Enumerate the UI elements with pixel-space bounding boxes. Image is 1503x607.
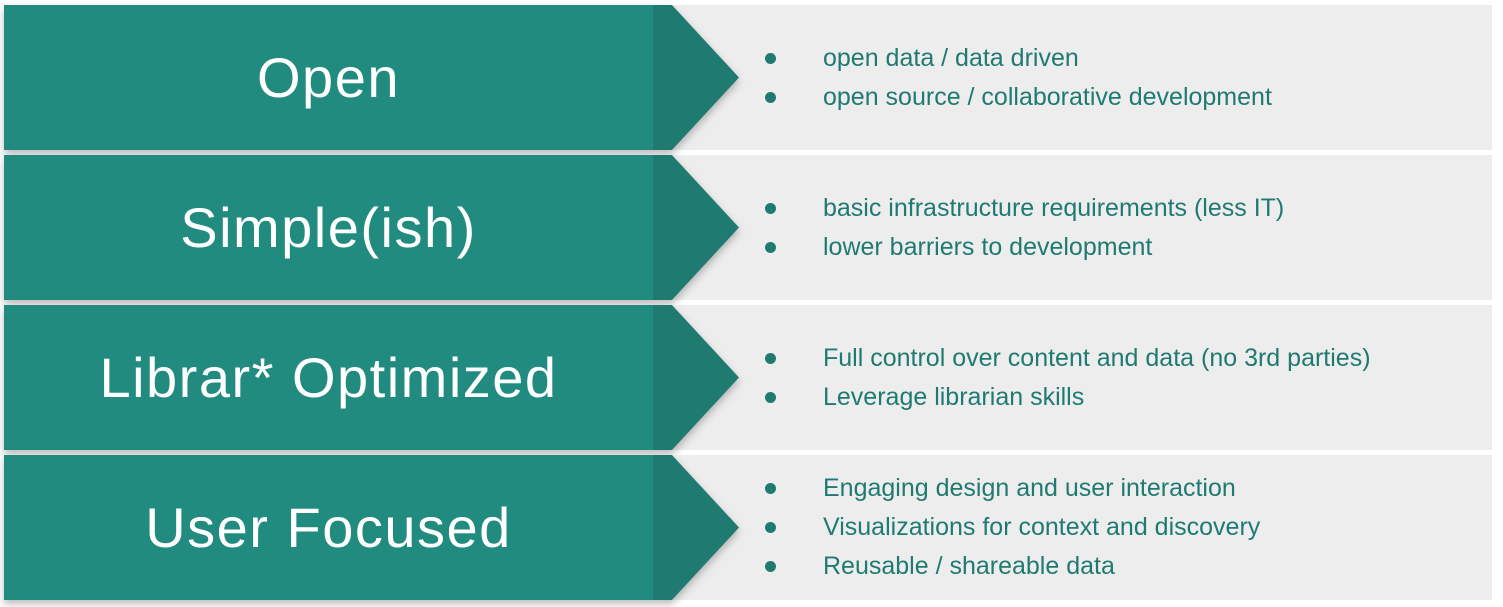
row-band-simple: Simple(ish) basic infrastructure require… bbox=[4, 155, 1492, 300]
bullet-list: Full control over content and data (no 3… bbox=[765, 305, 1492, 450]
bullet-dot-icon bbox=[765, 202, 776, 214]
arrow-banner: Open bbox=[4, 5, 739, 150]
arrow-head-icon bbox=[653, 305, 739, 450]
bullet-text: open data / data driven bbox=[823, 43, 1079, 72]
arrow-banner: Librar* Optimized bbox=[4, 305, 739, 450]
list-item: lower barriers to development bbox=[765, 228, 1492, 267]
list-item: Engaging design and user interaction bbox=[765, 469, 1492, 508]
banner-title: Librar* Optimized bbox=[99, 346, 558, 409]
bullet-dot-icon bbox=[765, 483, 776, 494]
bullet-text: Engaging design and user interaction bbox=[823, 474, 1236, 502]
arrow-banner: Simple(ish) bbox=[4, 155, 739, 300]
row-band-librar-optimized: Librar* Optimized Full control over cont… bbox=[4, 305, 1492, 450]
bullet-dot-icon bbox=[765, 352, 776, 364]
list-item: open data / data driven bbox=[765, 39, 1492, 78]
banner-title: Simple(ish) bbox=[180, 196, 477, 259]
banner-rect: User Focused bbox=[4, 455, 653, 600]
banner-rect: Simple(ish) bbox=[4, 155, 653, 300]
bullet-text: Visualizations for context and discovery bbox=[823, 513, 1261, 541]
row-band-open: Open open data / data driven open source… bbox=[4, 5, 1492, 150]
arrow-banner: User Focused bbox=[4, 455, 739, 600]
bullet-text: basic infrastructure requirements (less … bbox=[823, 193, 1285, 222]
banner-title: Open bbox=[257, 46, 400, 109]
arrow-head-icon bbox=[653, 155, 739, 300]
bullet-list: Engaging design and user interaction Vis… bbox=[765, 455, 1492, 600]
arrow-head-icon bbox=[653, 455, 739, 600]
banner-title: User Focused bbox=[145, 496, 512, 559]
list-item: basic infrastructure requirements (less … bbox=[765, 189, 1492, 228]
banner-rect: Open bbox=[4, 5, 653, 150]
list-item: Leverage librarian skills bbox=[765, 378, 1492, 417]
bullet-text: Reusable / shareable data bbox=[823, 552, 1115, 580]
bullet-dot-icon bbox=[765, 561, 776, 572]
bullet-dot-icon bbox=[765, 241, 776, 253]
bullet-text: lower barriers to development bbox=[823, 232, 1153, 261]
bullet-dot-icon bbox=[765, 391, 776, 403]
list-item: Visualizations for context and discovery bbox=[765, 508, 1492, 547]
bullet-text: open source / collaborative development bbox=[823, 82, 1272, 111]
list-item: Full control over content and data (no 3… bbox=[765, 339, 1492, 378]
row-band-user-focused: User Focused Engaging design and user in… bbox=[4, 455, 1492, 600]
bullet-text: Full control over content and data (no 3… bbox=[823, 343, 1371, 372]
list-item: Reusable / shareable data bbox=[765, 547, 1492, 586]
banner-rect: Librar* Optimized bbox=[4, 305, 653, 450]
bullet-list: open data / data driven open source / co… bbox=[765, 5, 1492, 150]
bullet-text: Leverage librarian skills bbox=[823, 382, 1085, 411]
bullet-dot-icon bbox=[765, 522, 776, 533]
list-item: open source / collaborative development bbox=[765, 78, 1492, 117]
bullet-dot-icon bbox=[765, 91, 776, 103]
bullet-dot-icon bbox=[765, 52, 776, 64]
bullet-list: basic infrastructure requirements (less … bbox=[765, 155, 1492, 300]
arrow-head-icon bbox=[653, 5, 739, 150]
